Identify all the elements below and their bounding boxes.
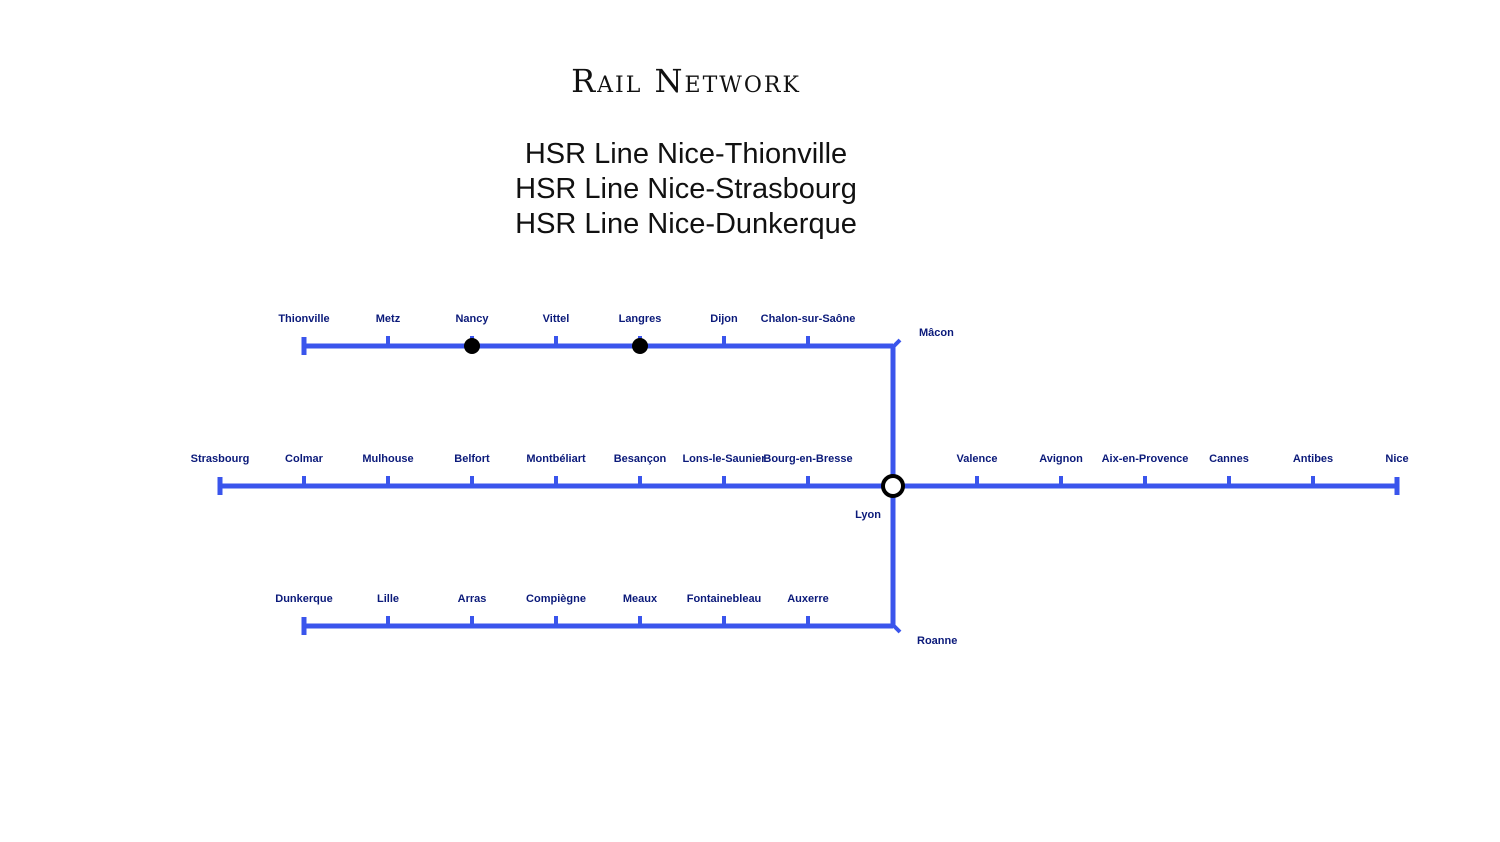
- station-label-antibes: Antibes: [1293, 453, 1333, 465]
- station-label-mulhouse: Mulhouse: [362, 453, 413, 465]
- station-label-lille: Lille: [377, 593, 399, 605]
- station-label-metz: Metz: [376, 313, 401, 325]
- station-label-valence: Valence: [957, 453, 998, 465]
- station-label-besancon: Besançon: [614, 453, 667, 465]
- station-label-dijon: Dijon: [710, 313, 738, 325]
- line-list: HSR Line Nice-Thionville HSR Line Nice-S…: [0, 137, 1372, 242]
- station-label-thionville: Thionville: [278, 313, 329, 325]
- station-label-meaux: Meaux: [623, 593, 658, 605]
- station-label-dunkerque: Dunkerque: [275, 593, 332, 605]
- station-label-chalon-sur-saone: Chalon-sur-Saône: [761, 313, 856, 325]
- station-label-langres: Langres: [619, 313, 662, 325]
- station-label-vittel: Vittel: [543, 313, 570, 325]
- station-label-cannes: Cannes: [1209, 453, 1249, 465]
- hub-stop-lyon: [881, 474, 905, 498]
- station-label-lyon: Lyon: [855, 509, 881, 521]
- station-label-bourg-en-bresse: Bourg-en-Bresse: [763, 453, 852, 465]
- line-name-dunkerque: HSR Line Nice-Dunkerque: [515, 208, 857, 240]
- station-label-aix-en-provence: Aix-en-Provence: [1102, 453, 1189, 465]
- major-stop-langres: [632, 338, 648, 354]
- junction-tick-macon: [890, 338, 902, 350]
- station-label-strasbourg: Strasbourg: [191, 453, 250, 465]
- station-label-avignon: Avignon: [1039, 453, 1083, 465]
- line-name-strasbourg: HSR Line Nice-Strasbourg: [515, 173, 857, 205]
- line-name-thionville: HSR Line Nice-Thionville: [524, 138, 848, 170]
- station-label-nancy: Nancy: [455, 313, 489, 325]
- station-label-arras: Arras: [458, 593, 487, 605]
- station-label-lons-le-saunier: Lons-le-Saunier: [682, 453, 766, 465]
- station-label-nice: Nice: [1385, 453, 1408, 465]
- page-title: Rail Network: [571, 62, 801, 100]
- station-label-belfort: Belfort: [454, 453, 490, 465]
- station-label-montbeliart: Montbéliart: [526, 453, 586, 465]
- station-label-roanne: Roanne: [917, 635, 957, 647]
- station-label-compiegne: Compiègne: [526, 593, 586, 605]
- station-label-auxerre: Auxerre: [787, 593, 829, 605]
- station-label-fontainebleau: Fontainebleau: [687, 593, 762, 605]
- junction-tick-roanne: [890, 622, 902, 634]
- station-label-macon: Mâcon: [919, 327, 954, 339]
- major-stop-nancy: [464, 338, 480, 354]
- station-label-colmar: Colmar: [285, 453, 324, 465]
